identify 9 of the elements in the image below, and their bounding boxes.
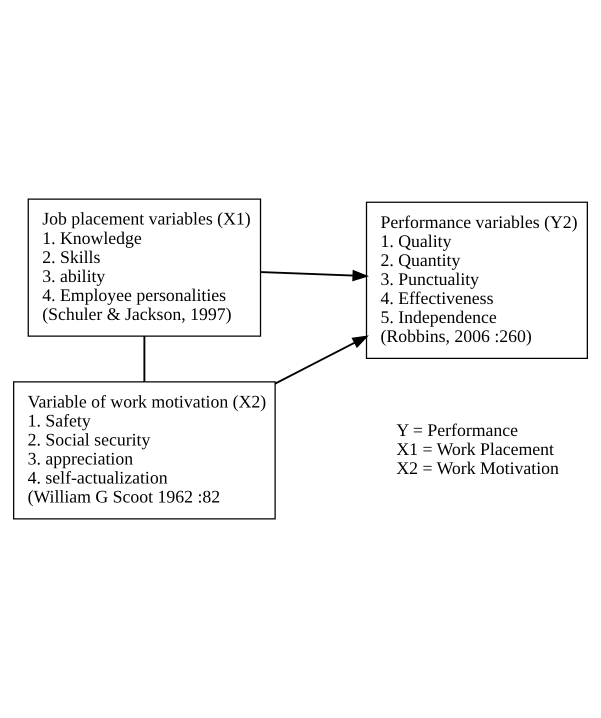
- label: X1 = Work Placement: [396, 439, 554, 460]
- arrow: [274, 335, 369, 384]
- node-box: Job placement variables (X1) 1. Knowledge 2. Skills 3. ability 4. Employee personalities (Schuler & Jackson, 1997): [28, 198, 262, 337]
- label: X2 = Work Motivation: [396, 458, 559, 478]
- node-box: Variable of work motivation (X2) 1. Safety 2. Social security 3. appreciation 4. self-actualization (William G Scoot 1962 :82: [13, 381, 276, 520]
- arrow: [260, 270, 369, 282]
- node-box: Performance variables (Y2) 1. Quality 2. Quantity 3. Punctuality 4. Effectiveness 5. Independence (Robbins, 2006 :260): [366, 202, 588, 359]
- label: Y = Performance: [396, 420, 518, 440]
- connector: [143, 336, 146, 382]
